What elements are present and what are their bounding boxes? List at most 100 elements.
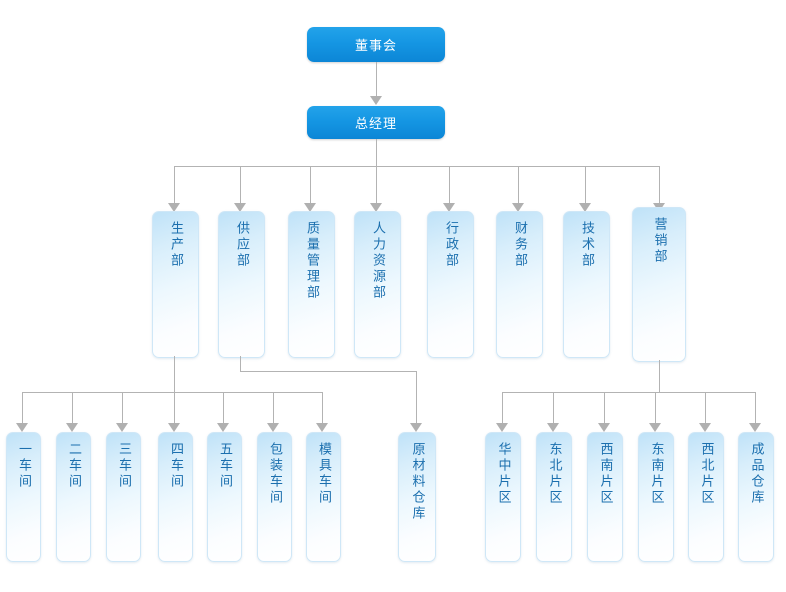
arrow-finished-goods — [749, 423, 761, 432]
arrow-northeast — [547, 423, 559, 432]
arrow-finance — [512, 203, 524, 212]
node-human-resources[interactable]: 人力资源部 — [354, 211, 401, 358]
connector-drop-workshop-3 — [122, 392, 123, 425]
connector-drop-technology — [585, 166, 586, 205]
node-general-manager-label: 总经理 — [354, 117, 397, 132]
arrow-admin — [443, 203, 455, 212]
node-marketing-label: 营销部 — [651, 217, 667, 265]
node-central-china-region[interactable]: 华中片区 — [485, 432, 521, 562]
node-quality-management[interactable]: 质量管理部 — [288, 211, 335, 358]
node-supply-label: 供应部 — [234, 221, 249, 269]
arrow-workshop-2 — [66, 423, 78, 432]
node-workshop-3[interactable]: 三车间 — [106, 432, 141, 562]
node-southeast-region[interactable]: 东南片区 — [638, 432, 674, 562]
arrow-workshop-1 — [16, 423, 28, 432]
node-raw-material-warehouse-label: 原材料仓库 — [409, 442, 425, 522]
connector-production-drop — [174, 356, 175, 392]
connector-drop-central-china — [502, 392, 503, 425]
connector-drop-northwest — [705, 392, 706, 425]
connector-supply-elbow — [240, 371, 417, 372]
node-technology-label: 技术部 — [579, 221, 594, 269]
arrow-workshop-4 — [168, 423, 180, 432]
node-production-label: 生产部 — [168, 221, 183, 269]
arrow-southeast — [649, 423, 661, 432]
connector-drop-northeast — [553, 392, 554, 425]
node-northwest-region-label: 西北片区 — [698, 442, 714, 506]
node-board-of-directors-label: 董事会 — [354, 39, 397, 54]
connector-drop-hr — [376, 166, 377, 205]
connector-drop-production — [174, 166, 175, 205]
node-supply[interactable]: 供应部 — [218, 211, 265, 358]
arrow-production — [168, 203, 180, 212]
node-workshop-3-label: 三车间 — [116, 442, 131, 490]
arrow-workshop-5 — [217, 423, 229, 432]
connector-department-bus — [174, 166, 659, 167]
node-packaging-workshop-label: 包装车间 — [267, 442, 282, 506]
node-marketing[interactable]: 营销部 — [632, 207, 686, 362]
arrow-supply — [234, 203, 246, 212]
node-workshop-5[interactable]: 五车间 — [207, 432, 242, 562]
node-workshop-5-label: 五车间 — [217, 442, 232, 490]
node-workshop-2-label: 二车间 — [66, 442, 81, 490]
node-administration[interactable]: 行政部 — [427, 211, 474, 358]
connector-supply-drop — [240, 356, 241, 372]
connector-supply-to-warehouse — [416, 371, 417, 425]
arrow-raw-material-warehouse — [410, 423, 422, 432]
node-board-of-directors[interactable]: 董事会 — [307, 27, 445, 62]
connector-drop-workshop-1 — [22, 392, 23, 425]
node-northwest-region[interactable]: 西北片区 — [688, 432, 724, 562]
connector-drop-admin — [449, 166, 450, 205]
node-technology[interactable]: 技术部 — [563, 211, 610, 358]
connector-drop-supply — [240, 166, 241, 205]
node-central-china-region-label: 华中片区 — [495, 442, 511, 506]
connector-drop-southeast — [655, 392, 656, 425]
connector-drop-mould — [322, 392, 323, 425]
node-southeast-region-label: 东南片区 — [648, 442, 664, 506]
node-general-manager[interactable]: 总经理 — [307, 106, 445, 139]
arrow-workshop-3 — [116, 423, 128, 432]
node-human-resources-label: 人力资源部 — [370, 221, 385, 301]
connector-board-to-gm — [376, 62, 377, 98]
node-workshop-1-label: 一车间 — [16, 442, 31, 490]
node-production[interactable]: 生产部 — [152, 211, 199, 358]
node-finance[interactable]: 财务部 — [496, 211, 543, 358]
connector-drop-workshop-4 — [174, 392, 175, 425]
node-workshop-1[interactable]: 一车间 — [6, 432, 41, 562]
node-administration-label: 行政部 — [443, 221, 458, 269]
connector-production-bus — [22, 392, 322, 393]
arrow-mould — [316, 423, 328, 432]
arrow-southwest — [598, 423, 610, 432]
node-workshop-4-label: 四车间 — [168, 442, 183, 490]
node-southwest-region-label: 西南片区 — [597, 442, 613, 506]
arrow-northwest — [699, 423, 711, 432]
connector-gm-drop — [376, 139, 377, 166]
arrow-packaging — [267, 423, 279, 432]
arrow-central-china — [496, 423, 508, 432]
arrow-technology — [579, 203, 591, 212]
connector-drop-workshop-2 — [72, 392, 73, 425]
node-finance-label: 财务部 — [512, 221, 527, 269]
connector-marketing-drop — [659, 360, 660, 392]
node-mould-workshop[interactable]: 模具车间 — [306, 432, 341, 562]
node-southwest-region[interactable]: 西南片区 — [587, 432, 623, 562]
arrow-board-to-gm — [370, 96, 382, 105]
connector-drop-packaging — [273, 392, 274, 425]
connector-drop-finished-goods — [755, 392, 756, 425]
connector-drop-southwest — [604, 392, 605, 425]
node-raw-material-warehouse[interactable]: 原材料仓库 — [398, 432, 436, 562]
node-finished-goods-warehouse-label: 成品仓库 — [748, 442, 764, 506]
arrow-quality — [304, 203, 316, 212]
connector-drop-workshop-5 — [223, 392, 224, 425]
node-workshop-2[interactable]: 二车间 — [56, 432, 91, 562]
node-mould-workshop-label: 模具车间 — [316, 442, 331, 506]
connector-drop-quality — [310, 166, 311, 205]
node-workshop-4[interactable]: 四车间 — [158, 432, 193, 562]
arrow-hr — [370, 203, 382, 212]
node-finished-goods-warehouse[interactable]: 成品仓库 — [738, 432, 774, 562]
node-packaging-workshop[interactable]: 包装车间 — [257, 432, 292, 562]
connector-drop-marketing — [659, 166, 660, 205]
node-northeast-region[interactable]: 东北片区 — [536, 432, 572, 562]
connector-drop-finance — [518, 166, 519, 205]
node-quality-management-label: 质量管理部 — [304, 221, 319, 301]
